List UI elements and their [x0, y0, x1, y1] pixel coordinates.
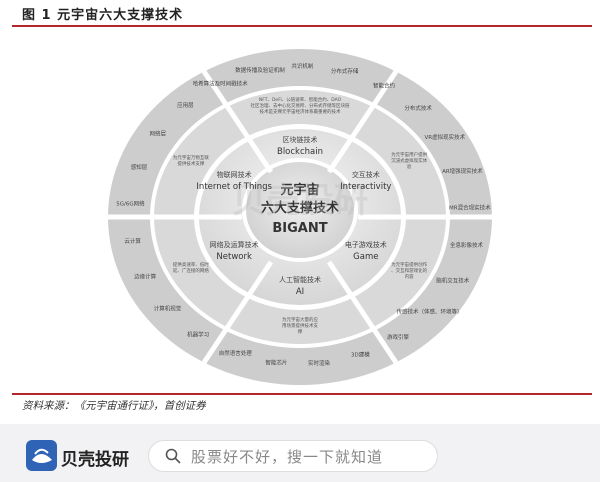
outer-label: 云计算 [124, 237, 141, 245]
ring-divider [326, 260, 399, 364]
outer-label: MR混合现实技术 [449, 204, 491, 212]
ring-divider [326, 70, 399, 174]
outer-label: 网络层 [149, 129, 166, 137]
brand-logo[interactable] [26, 440, 57, 471]
outer-label: 应用层 [177, 101, 194, 109]
middle-note: 为元宇宙万物互联提供技术支撑 [173, 154, 209, 167]
search-icon [165, 448, 181, 464]
core-tech-cn: 电子游戏技术 [345, 240, 387, 249]
core-tech-cn: 网络及运算技术 [210, 240, 259, 249]
ring-divider [201, 260, 274, 364]
figure-title: 图 1 元宇宙六大支撑技术 [22, 8, 184, 23]
core-tech-en: Internet of Things [196, 182, 272, 192]
outer-label: 分布式技术 [404, 104, 432, 112]
core-tech-cn: 人工智能技术 [279, 275, 321, 284]
outer-label: 全息影像技术 [450, 241, 484, 249]
search-input[interactable]: 股票好不好，搜一下就知道 [148, 440, 438, 472]
middle-note: 提供高速率、低时延、广连接的网络 [173, 261, 209, 274]
brand-name[interactable]: 贝壳投研 [61, 450, 129, 470]
middle-note: 为元宇宙用户提供沉浸式虚拟现实体验 [391, 151, 427, 170]
bigant-diagram: 元宇宙 六大支撑技术 BIGANT 贝壳投研 区块链技术 Blockchain 交互… [108, 49, 492, 385]
center-line1: 元宇宙 [280, 182, 319, 198]
outer-label: 哈希算法及时间戳技术 [193, 79, 249, 87]
outer-label: 计算机视觉 [154, 304, 182, 312]
outer-label: 5G/6G网络 [116, 200, 145, 208]
center-line2: 六大支撑技术 [261, 200, 339, 216]
center-line3: BIGANT [272, 221, 327, 236]
outer-label: AR增强现实技术 [442, 167, 483, 175]
core-tech-en: Blockchain [277, 147, 323, 157]
outer-label: 脑机交互技术 [436, 276, 470, 284]
outer-label: 智能合约 [373, 81, 396, 89]
outer-label: 传感技术（体感、环境等） [396, 308, 462, 316]
outer-label: 边缘计算 [134, 273, 157, 281]
core-tech-en: Game [353, 252, 378, 262]
middle-note: 为元宇宙提供创作、交互和游戏化的内容 [391, 261, 427, 280]
shell-icon [32, 448, 52, 463]
core-tech-en: Interactivity [340, 182, 391, 192]
outer-label: 实时渲染 [308, 359, 331, 367]
figure-source: 资料来源：《元宇宙通行证》，首创证券 [22, 400, 206, 412]
outer-label: 分布式存储 [331, 67, 359, 75]
center-circle [246, 162, 354, 258]
outer-label: 3D建模 [351, 350, 370, 358]
middle-note: 为元宇宙大量的应用场景提供技术支撑 [282, 316, 318, 335]
core-tech-cn: 物联网技术 [217, 170, 252, 179]
outer-label: 机器学习 [187, 330, 209, 338]
outer-label: 游戏引擎 [387, 333, 410, 341]
outer-label: 共识机制 [291, 62, 314, 70]
core-tech-en: AI [296, 287, 304, 297]
search-placeholder: 股票好不好，搜一下就知道 [191, 448, 384, 466]
core-tech-cn: 区块链技术 [283, 135, 318, 144]
outer-label: 数据传播及验证机制 [235, 66, 285, 74]
top-rule [12, 25, 592, 27]
watermark: 贝壳投研 [232, 181, 368, 221]
outer-label: VR虚拟现实技术 [424, 133, 465, 141]
outer-label: 自然语言处理 [219, 349, 253, 357]
ring-divider [201, 70, 274, 174]
bottom-rule [12, 393, 592, 395]
core-tech-cn: 交互技术 [352, 170, 380, 179]
core-tech-en: Network [216, 252, 252, 262]
outer-label: 智能芯片 [265, 359, 287, 367]
outer-label: 感知层 [131, 163, 148, 171]
